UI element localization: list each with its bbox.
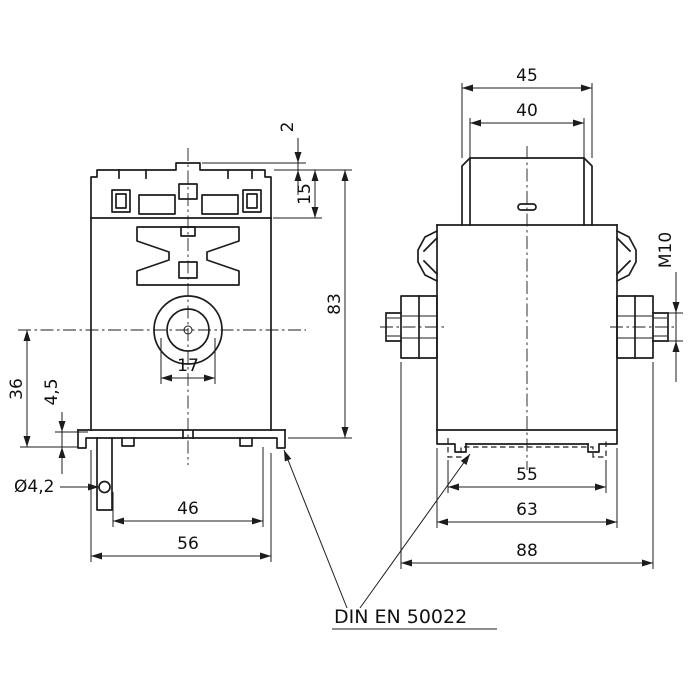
- front-view-top-bracket: [90, 162, 272, 219]
- dim-center-to-bottom-label: 36: [7, 378, 27, 400]
- side-view-wings: [417, 229, 637, 283]
- front-view-din-feet: [77, 429, 286, 511]
- front-view: [77, 162, 286, 511]
- dim-thread-label: M10: [656, 232, 676, 268]
- side-view: [385, 157, 669, 458]
- dim-top-inner-width-label: 40: [516, 101, 538, 121]
- dim-top-outer-width-label: 45: [516, 66, 538, 86]
- din-rail-hidden-profile: [447, 438, 607, 458]
- front-view-core-window: [136, 226, 240, 286]
- side-view-din-rail-mount: [436, 429, 618, 458]
- dim-hole-diameter-label: Ø4,2: [14, 477, 54, 497]
- dim-foot-offset-label: 4,5: [42, 378, 62, 405]
- dim-tab-offset-label: 2: [278, 122, 298, 133]
- dimension-labels: 45 40 2 15 83 M10 36 4,5 17 Ø4,2 46 56 5…: [7, 66, 676, 561]
- dim-inner-width-label: 46: [177, 499, 199, 519]
- front-view-body: [90, 217, 272, 431]
- mounting-hole: [98, 480, 111, 494]
- dim-body-width-label: 63: [516, 500, 538, 520]
- dim-overall-height-label: 83: [325, 293, 345, 315]
- dim-hole-spacing-label: 17: [177, 356, 199, 376]
- dimension-lines: [23, 84, 680, 567]
- dim-rail-seat-width-label: 55: [516, 465, 538, 485]
- dim-top-section-height-label: 15: [295, 183, 315, 205]
- front-view-conductor-hole: [153, 295, 223, 365]
- side-view-bolt-left: [385, 295, 438, 359]
- din-rail-note: DIN EN 50022: [283, 449, 497, 630]
- side-view-top-block: [461, 157, 593, 226]
- din-standard-label: DIN EN 50022: [334, 606, 467, 628]
- top-slot: [517, 203, 537, 211]
- centerlines: [18, 146, 674, 470]
- front-view-terminals: [111, 183, 262, 215]
- dim-side-overall-width-label: 88: [516, 541, 538, 561]
- dim-front-overall-width-label: 56: [177, 534, 199, 554]
- extension-lines: [20, 83, 683, 569]
- side-view-bolt-right: [616, 295, 669, 359]
